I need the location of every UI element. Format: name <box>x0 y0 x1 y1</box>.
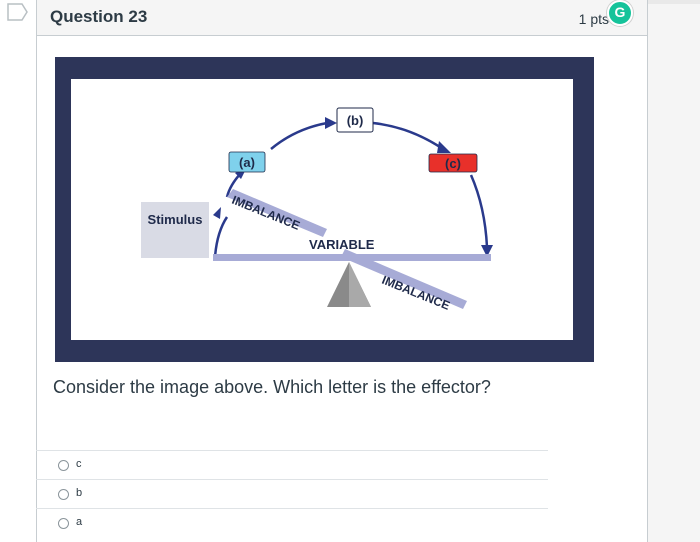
grammarly-letter: G <box>614 4 626 20</box>
imbalance-beam-right <box>341 249 467 309</box>
label-a: (a) <box>239 155 255 170</box>
homeostasis-diagram: Stimulus (a) (b) (c) IMBALANCE IMBALANCE… <box>55 57 594 362</box>
arrow-c-to-variable <box>469 174 489 248</box>
answer-option-c[interactable]: c <box>36 452 548 480</box>
question-title: Question 23 <box>50 7 148 26</box>
arrowhead-stimulus <box>213 207 221 219</box>
variable-beam <box>213 254 491 261</box>
answer-label-a: a <box>76 516 83 528</box>
right-strip <box>648 0 700 542</box>
stimulus-box <box>141 202 209 258</box>
left-gutter <box>0 0 36 542</box>
answer-separator <box>36 479 548 480</box>
answer-separator <box>36 450 548 451</box>
arrowhead-to-b <box>325 117 337 129</box>
variable-label: VARIABLE <box>309 237 375 252</box>
arrow-stimulus-to-a <box>213 216 229 258</box>
answer-option-b[interactable]: b <box>36 481 548 509</box>
answer-separator <box>36 508 548 509</box>
question-points: 1 pts <box>578 11 609 27</box>
box-b <box>336 107 374 133</box>
radio-c[interactable] <box>58 460 69 471</box>
stimulus-label: Stimulus <box>148 212 203 227</box>
answer-label-c: c <box>76 458 82 470</box>
grammarly-icon[interactable]: G <box>607 0 633 26</box>
imbalance-beam-left <box>227 189 327 237</box>
fulcrum-shade <box>349 262 371 307</box>
answer-label-b: b <box>76 487 83 499</box>
arrow-b-to-c <box>372 121 444 151</box>
arrow-a-to-b <box>270 121 328 150</box>
label-b: (b) <box>347 113 364 128</box>
question-header: Question 23 1 pts <box>37 0 647 36</box>
box-a <box>228 151 266 173</box>
answer-option-a[interactable]: a <box>36 510 548 538</box>
arrowhead-to-variable <box>481 245 493 257</box>
radio-b[interactable] <box>58 489 69 500</box>
question-text: Consider the image above. Which letter i… <box>53 377 491 397</box>
bookmark-icon[interactable] <box>6 2 30 22</box>
radio-a[interactable] <box>58 518 69 529</box>
arrowhead-to-c <box>437 141 451 153</box>
label-c: (c) <box>445 156 461 171</box>
box-c <box>428 153 478 173</box>
